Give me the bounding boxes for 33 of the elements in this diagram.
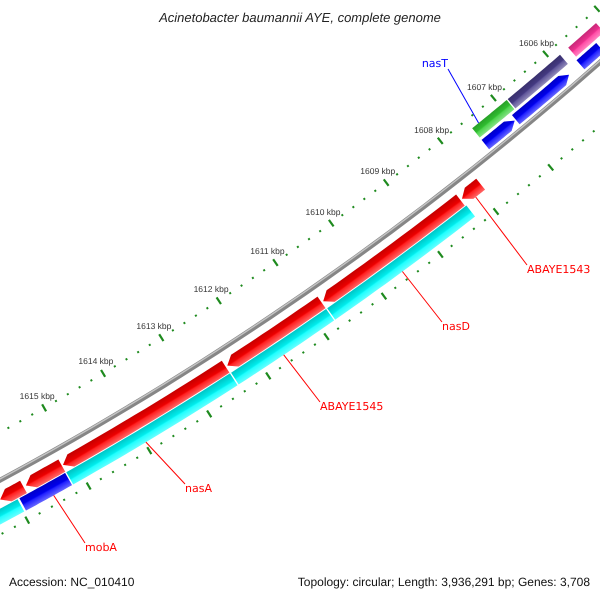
scale-label: 1606 kbp [519, 38, 554, 48]
gene-segment [576, 43, 600, 70]
scale-label: 1609 kbp [360, 166, 396, 176]
gene-segment [231, 309, 334, 384]
leader-line [53, 494, 86, 544]
gene-label: nasD [442, 321, 470, 333]
gene-segment [512, 74, 569, 124]
genome-info-text: Topology: circular; Length: 3,936,291 bp; Genes: 3,708 [298, 575, 590, 589]
scale-label: 1608 kbp [414, 124, 450, 135]
scale-label: 1614 kbp [78, 356, 114, 366]
gene-label: mobA [85, 542, 117, 554]
gene-segment [462, 178, 485, 199]
gene-segment [0, 499, 24, 526]
leader-line [402, 271, 442, 322]
leader-line [475, 196, 528, 266]
gene-segment [66, 373, 238, 484]
accession-text: Accession: NC_010410 [9, 575, 134, 589]
scale-label: 1612 kbp [194, 284, 229, 294]
title: Acinetobacter baumannii AYE, complete genome [159, 10, 441, 25]
gene-label: ABAYE1545 [320, 401, 384, 413]
gene-label: ABAYE1543 [527, 264, 590, 276]
scale-label: 1611 kbp [250, 246, 285, 256]
gene-segment [327, 206, 475, 320]
scale-label: 1613 kbp [136, 320, 172, 331]
leader-line [145, 442, 186, 484]
scale-label: 1610 kbp [306, 206, 341, 217]
gene-label: nasT [422, 58, 448, 70]
gene-segment [19, 472, 72, 510]
gene-segment [482, 120, 515, 150]
scale-label: 1615 kbp [20, 390, 55, 401]
leader-line [283, 354, 320, 402]
scale-label: 1607 kbp [467, 82, 502, 92]
gene-label: nasA [185, 483, 212, 495]
